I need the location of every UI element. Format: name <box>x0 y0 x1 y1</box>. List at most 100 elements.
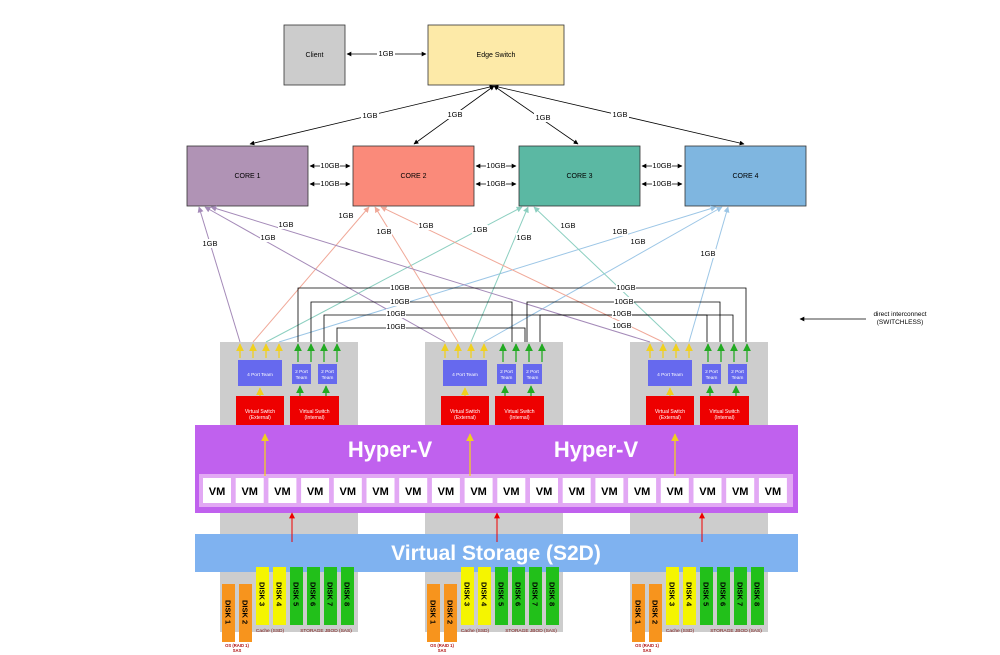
vm-box-3 <box>268 478 297 503</box>
cache-label: Cache (SSD) <box>461 628 490 634</box>
cache-disk-label: DISK 3 <box>258 582 267 606</box>
interconnect-label-1: 10GB <box>390 283 409 292</box>
uplink-label: 1GB <box>700 249 715 258</box>
core-link-label-1: 10GB <box>320 161 339 170</box>
cache-disk <box>461 567 474 625</box>
four-port-team <box>238 360 282 386</box>
vm-box-18 <box>758 478 787 503</box>
virtual-switch-internal-label: Virtual Switch <box>504 409 534 415</box>
two-port-team <box>497 364 516 384</box>
vm-label-17: VM <box>732 486 749 498</box>
core-2-box <box>352 145 475 207</box>
interconnect-line-3 <box>323 314 734 342</box>
storage-disk <box>546 567 559 625</box>
cache-disk <box>256 567 269 625</box>
two-port-team-label: Team <box>501 375 513 381</box>
storage-disk-label: DISK 7 <box>326 582 335 606</box>
os-disk-label: DISK 1 <box>224 600 233 624</box>
core-2-label: CORE 2 <box>400 173 426 180</box>
vm-label-3: VM <box>274 486 291 498</box>
storage-disk-label: DISK 5 <box>702 582 711 606</box>
storage-disk <box>734 567 747 625</box>
os-disk <box>632 584 645 642</box>
os-raid-label: OS (RAID 1) <box>430 643 454 648</box>
vm-box-6 <box>366 478 395 503</box>
storage-disk <box>751 567 764 625</box>
virtual-switch-external-label: (External) <box>249 415 271 421</box>
interconnect-label-6: 10GB <box>612 309 631 318</box>
storage-disk-label: DISK 5 <box>292 582 301 606</box>
vm-label-13: VM <box>601 486 618 498</box>
interconnect-label-3: 10GB <box>386 309 405 318</box>
uplink-server2-core1 <box>204 206 446 343</box>
virtual-switch-internal-label: (Internal) <box>509 415 529 421</box>
storage-disk <box>529 567 542 625</box>
uplink-server2-core3 <box>470 206 529 343</box>
interconnect-label-4: 10GB <box>386 322 405 331</box>
os-disk-label: DISK 1 <box>634 600 643 624</box>
virtual-switch-external-label: (External) <box>454 415 476 421</box>
virtual-switch-external-label: Virtual Switch <box>655 409 685 415</box>
storage-disk-label: DISK 6 <box>719 582 728 606</box>
storage-label: STORAGE JBOD (SAS) <box>505 628 557 634</box>
uplink-label: 1GB <box>338 211 353 220</box>
uplink-label: 1GB <box>472 225 487 234</box>
uplink-label: 1GB <box>612 227 627 236</box>
four-port-team <box>648 360 692 386</box>
vm-box-4 <box>301 478 330 503</box>
vm-label-18: VM <box>765 486 782 498</box>
storage-disk <box>495 567 508 625</box>
virtual-switch-internal-label: Virtual Switch <box>709 409 739 415</box>
vm-label-16: VM <box>699 486 716 498</box>
uplink-label: 1GB <box>418 221 433 230</box>
two-port-team <box>318 364 337 384</box>
uplink-label: 1GB <box>516 233 531 242</box>
vm-label-12: VM <box>568 486 585 498</box>
uplink-label: 1GB <box>560 221 575 230</box>
storage-disk <box>324 567 337 625</box>
os-sas-label: SAS <box>233 648 242 653</box>
uplink-server1-core4 <box>278 205 717 343</box>
edge-switch-box <box>427 24 565 86</box>
vm-box-17 <box>726 478 755 503</box>
cache-disk-label: DISK 4 <box>480 582 489 607</box>
storage-disk-label: DISK 8 <box>753 582 762 606</box>
interconnect-label-7: 10GB <box>616 283 635 292</box>
client-label: Client <box>306 52 324 59</box>
cache-disk-label: DISK 3 <box>668 582 677 606</box>
vm-box-12 <box>562 478 591 503</box>
storage-disk <box>290 567 303 625</box>
four-port-team-label: 4 Port Team <box>452 372 478 378</box>
vm-label-7: VM <box>405 486 422 498</box>
four-port-team-label: 4 Port Team <box>247 372 273 378</box>
two-port-team-label: 2 Port <box>705 369 718 375</box>
storage-disk <box>700 567 713 625</box>
vm-box-13 <box>595 478 624 503</box>
virtual-switch-external-label: (External) <box>659 415 681 421</box>
interconnect-label-8: 10GB <box>612 321 631 330</box>
core-4-label: CORE 4 <box>732 173 758 180</box>
vm-label-5: VM <box>340 486 357 498</box>
core-link-label-5: 10GB <box>652 161 671 170</box>
edge-link-label-4: 1GB <box>612 110 627 119</box>
storage-disk-label: DISK 5 <box>497 582 506 606</box>
vm-label-14: VM <box>634 486 651 498</box>
storage-disk-label: DISK 8 <box>548 582 557 606</box>
virtual-storage-label: Virtual Storage (S2D) <box>391 542 601 565</box>
os-sas-label: SAS <box>438 648 447 653</box>
uplink-server1-core2 <box>252 206 370 343</box>
two-port-team-label: Team <box>322 375 334 381</box>
storage-disk-label: DISK 7 <box>736 582 745 606</box>
vm-label-15: VM <box>667 486 684 498</box>
core-link-label-2: 10GB <box>320 179 339 188</box>
os-disk <box>444 584 457 642</box>
storage-disk-label: DISK 6 <box>514 582 523 606</box>
two-port-team <box>702 364 721 384</box>
os-disk <box>222 584 235 642</box>
uplink-server1-core1 <box>197 206 241 343</box>
